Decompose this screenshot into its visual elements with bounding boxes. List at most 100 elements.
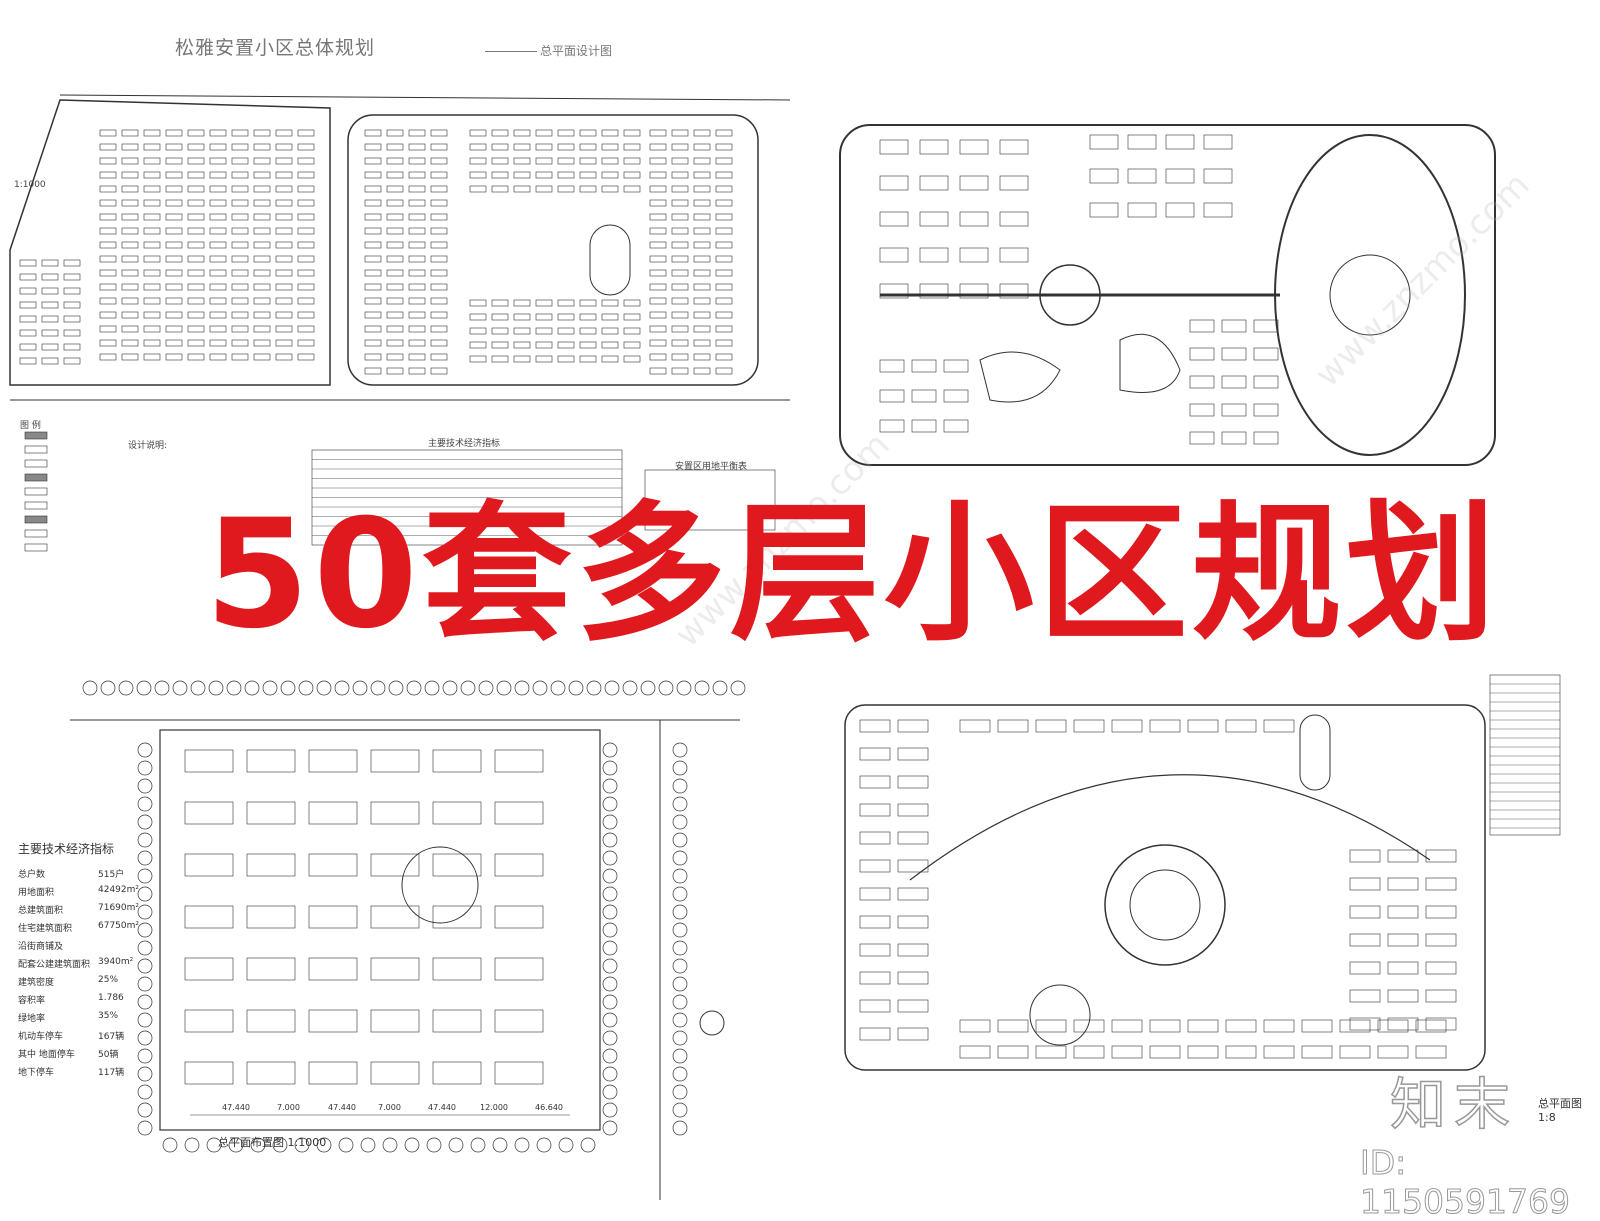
- building: [187, 213, 205, 221]
- building: [275, 353, 293, 361]
- building: [63, 343, 81, 351]
- building: [1221, 431, 1247, 445]
- building: [649, 339, 667, 347]
- building: [879, 139, 909, 155]
- building: [1203, 168, 1233, 184]
- building: [253, 269, 271, 277]
- building: [297, 129, 315, 137]
- building: [469, 313, 487, 321]
- building: [408, 185, 426, 193]
- tree: [448, 1137, 464, 1153]
- stats-value: 167辆: [98, 1032, 125, 1042]
- building: [231, 213, 249, 221]
- building: [693, 157, 711, 165]
- building: [143, 325, 161, 333]
- building: [1425, 849, 1457, 863]
- building: [557, 143, 575, 151]
- building: [209, 227, 227, 235]
- building: [1253, 347, 1279, 361]
- building: [19, 329, 37, 337]
- building: [184, 905, 234, 929]
- building: [308, 1061, 358, 1085]
- building: [1425, 961, 1457, 975]
- tree: [602, 940, 618, 956]
- building: [165, 157, 183, 165]
- building: [1089, 134, 1119, 150]
- building: [1165, 168, 1195, 184]
- building: [231, 199, 249, 207]
- building: [386, 353, 404, 361]
- building: [364, 367, 382, 375]
- building: [364, 185, 382, 193]
- building: [715, 311, 733, 319]
- building: [246, 1061, 296, 1085]
- building: [253, 213, 271, 221]
- building: [308, 1009, 358, 1033]
- dimension-label: 7.000: [277, 1103, 300, 1112]
- tree: [388, 680, 404, 696]
- building: [1073, 1045, 1105, 1059]
- building: [187, 339, 205, 347]
- building: [859, 719, 891, 733]
- building: [1349, 933, 1381, 947]
- building: [386, 213, 404, 221]
- building: [1263, 1019, 1295, 1033]
- building: [513, 157, 531, 165]
- legend-swatch: [24, 431, 48, 440]
- building: [231, 269, 249, 277]
- building: [879, 389, 905, 403]
- stats-key: 其中 地面停车: [18, 1050, 75, 1060]
- building: [491, 157, 509, 165]
- central-plaza: [1129, 869, 1201, 941]
- building: [1425, 1017, 1457, 1031]
- tree: [280, 680, 296, 696]
- tree: [184, 1137, 200, 1153]
- tree: [137, 976, 153, 992]
- building: [121, 143, 139, 151]
- building: [231, 185, 249, 193]
- tree: [137, 1102, 153, 1118]
- building: [1253, 431, 1279, 445]
- building: [1387, 1017, 1419, 1031]
- tree: [82, 680, 98, 696]
- building: [297, 269, 315, 277]
- building: [897, 719, 929, 733]
- building: [370, 1061, 420, 1085]
- building: [715, 213, 733, 221]
- tree: [602, 742, 618, 758]
- building: [165, 241, 183, 249]
- building: [1221, 347, 1247, 361]
- building: [649, 283, 667, 291]
- building: [253, 241, 271, 249]
- building: [364, 255, 382, 263]
- tree: [602, 1048, 618, 1064]
- headline-title: 50套多层小区规划: [205, 488, 1500, 662]
- building: [275, 213, 293, 221]
- building: [1425, 933, 1457, 947]
- building: [297, 213, 315, 221]
- sports-track: [589, 224, 631, 296]
- building: [1301, 1019, 1333, 1033]
- stats-row: 沿街商铺及: [18, 939, 139, 957]
- site-boundary: [839, 124, 1496, 466]
- tree: [496, 680, 512, 696]
- plan3-stats-title: 主要技术经济指标: [18, 842, 115, 856]
- building: [1221, 319, 1247, 333]
- building: [693, 129, 711, 137]
- building: [557, 171, 575, 179]
- building: [1387, 905, 1419, 919]
- plan-top-left: 松雅安置小区总体规划 总平面设计图 1:1000 图 例 设计说明: 主要技术经…: [0, 0, 800, 610]
- building: [297, 185, 315, 193]
- building: [63, 357, 81, 365]
- tree: [137, 1048, 153, 1064]
- building: [557, 185, 575, 193]
- legend-swatch: [24, 445, 48, 454]
- building: [1339, 1019, 1371, 1033]
- tree: [602, 994, 618, 1010]
- building: [693, 185, 711, 193]
- building: [1387, 849, 1419, 863]
